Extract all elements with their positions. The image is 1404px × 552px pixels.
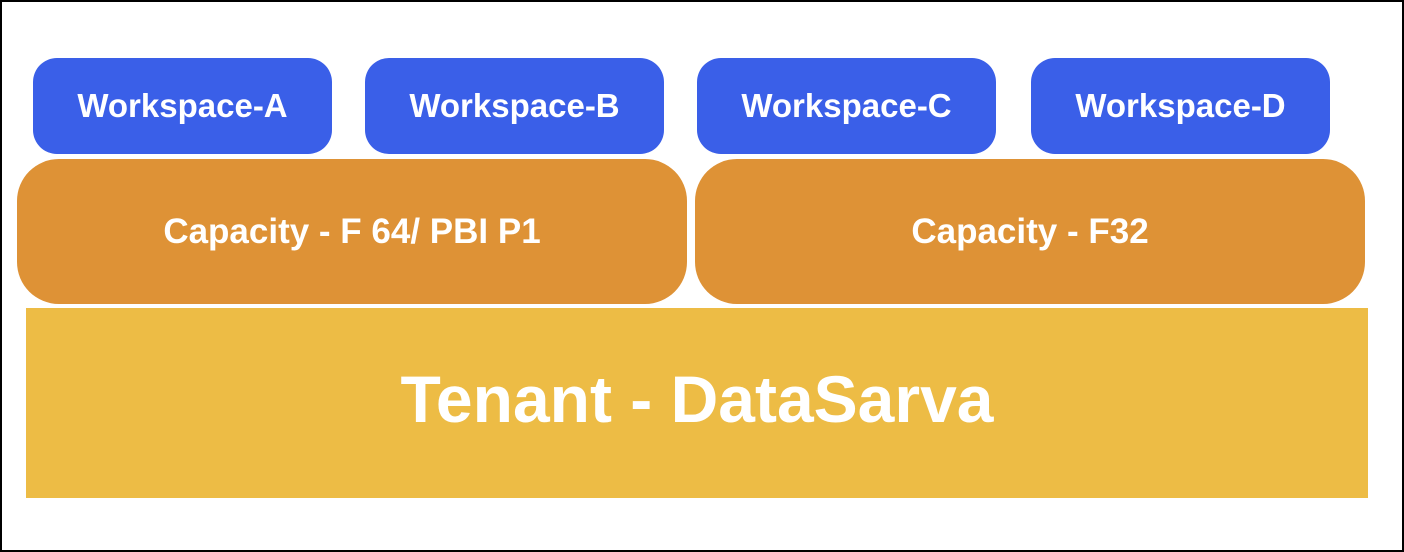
capacity-f64-box: Capacity - F 64/ PBI P1 (17, 159, 687, 304)
workspace-a-box: Workspace-A (33, 58, 332, 154)
workspace-d-box: Workspace-D (1031, 58, 1330, 154)
workspace-b-box: Workspace-B (365, 58, 664, 154)
workspace-c-box: Workspace-C (697, 58, 996, 154)
tenant-box: Tenant - DataSarva (26, 308, 1368, 498)
capacity-f32-box: Capacity - F32 (695, 159, 1365, 304)
